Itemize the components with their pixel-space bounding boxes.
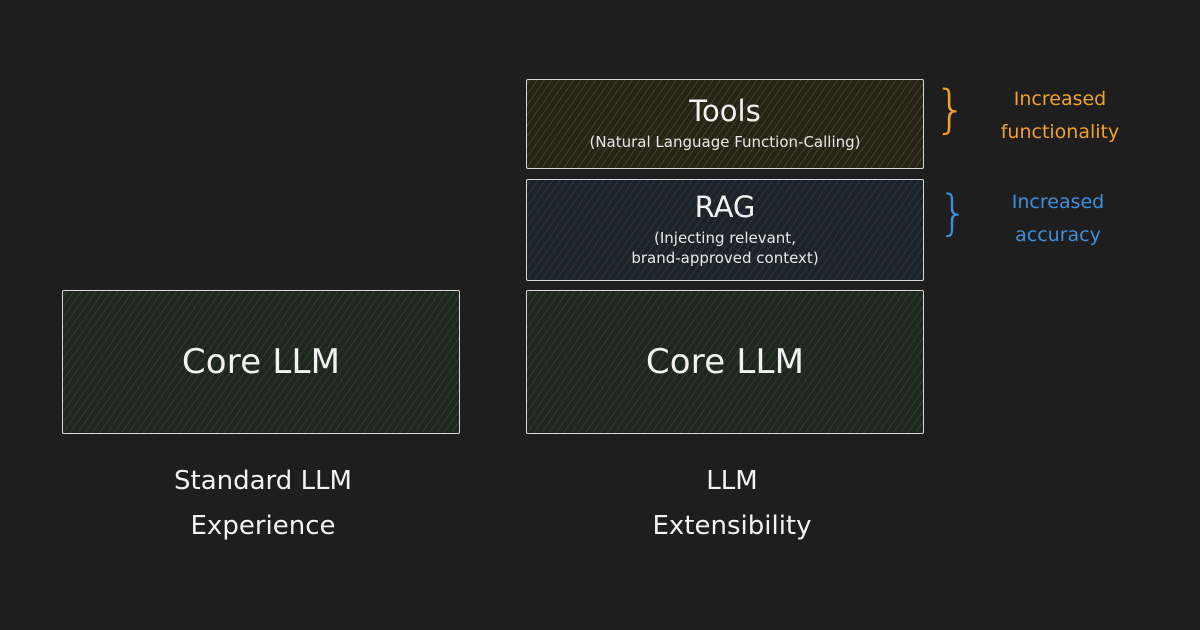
accuracy-note-line1: Increased (1011, 191, 1105, 213)
right-curly-brace-icon: } (938, 185, 969, 241)
rag-subtitle-line2: brand-approved context) (631, 248, 819, 267)
left-caption: Standard LLM Experience (62, 459, 464, 549)
functionality-note-line2: functionality (1000, 121, 1120, 143)
right-core-llm-box: Core LLM (526, 290, 924, 434)
left-caption-line2: Experience (190, 511, 336, 541)
rag-box: RAG (Injecting relevant, brand-approved … (526, 179, 924, 281)
right-caption-line2: Extensibility (652, 511, 812, 541)
left-core-llm-title: Core LLM (181, 342, 341, 382)
tools-title: Tools (689, 94, 761, 129)
rag-subtitle-line1: (Injecting relevant, (654, 228, 796, 247)
accuracy-note-line2: accuracy (1015, 224, 1101, 246)
right-curly-brace-icon: } (934, 80, 968, 140)
left-caption-line1: Standard LLM (174, 466, 352, 496)
tools-box: Tools (Natural Language Function-Calling… (526, 79, 924, 169)
functionality-note-line1: Increased (1013, 88, 1107, 110)
functionality-note: Increased functionality (985, 83, 1135, 149)
rag-title: RAG (694, 190, 756, 225)
accuracy-note: Increased accuracy (983, 186, 1133, 252)
tools-subtitle: (Natural Language Function-Calling) (589, 132, 861, 151)
left-core-llm-box: Core LLM (62, 290, 460, 434)
rag-subtitle: (Injecting relevant, brand-approved cont… (631, 228, 818, 268)
right-caption-line1: LLM (706, 466, 758, 496)
right-core-llm-title: Core LLM (645, 342, 805, 382)
right-caption: LLM Extensibility (533, 459, 931, 549)
